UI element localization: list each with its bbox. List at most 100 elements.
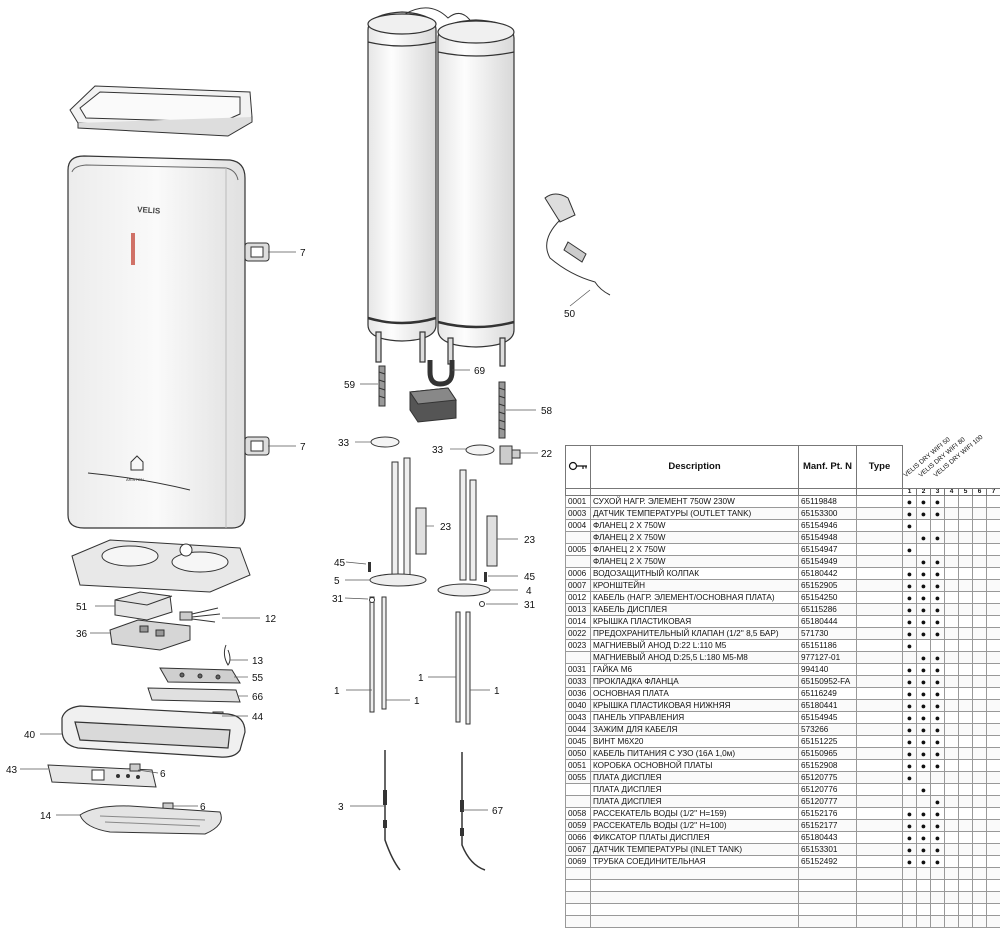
model-1-mark: ● [903,844,917,856]
callout: 31 [524,600,536,611]
part-description: КАБЕЛЬ ПИТАНИЯ С УЗО (16А 1,0м) [591,748,799,760]
model-6-mark [973,688,987,700]
part-description: ПЛАТА ДИСПЛЕЯ [591,796,799,808]
gasket-left [371,437,399,447]
heater-casing: VELIS ARISTON [68,156,245,528]
callout: 43 [6,765,18,776]
model-2-mark [917,904,931,916]
model-1-mark [903,784,917,796]
part-number: 65152177 [799,820,857,832]
model-1-mark: ● [903,700,917,712]
model-6-mark [973,616,987,628]
model-2-mark: ● [917,628,931,640]
model-5-mark [959,604,973,616]
element-cable [180,608,220,622]
model-4-mark [945,808,959,820]
model-1-mark: ● [903,616,917,628]
model-5-mark [959,688,973,700]
part-number: 65115286 [799,604,857,616]
model-7-mark [987,760,1000,772]
model-2-mark: ● [917,676,931,688]
part-code [566,868,591,880]
model-3-mark: ● [931,736,945,748]
part-code: 0051 [566,760,591,772]
model-7-mark [987,832,1000,844]
model-5-mark [959,808,973,820]
model-4-mark [945,760,959,772]
part-number: 977127-01 [799,652,857,664]
part-description: ПЛАТА ДИСПЛЕЯ [591,784,799,796]
model-3-mark: ● [931,700,945,712]
model-5-mark [959,820,973,832]
part-type [857,712,903,724]
model-6-mark [973,784,987,796]
callout: 31 [332,594,344,605]
model-2-mark [917,892,931,904]
model-1-mark: ● [903,688,917,700]
model-3-mark: ● [931,496,945,508]
model-7-mark [987,580,1000,592]
temp-sensor-outlet [385,750,400,870]
model-2-mark: ● [917,652,931,664]
part-description: ФЛАНЕЦ 2 X 750W [591,556,799,568]
model-7-mark [987,664,1000,676]
model-1-mark: ● [903,736,917,748]
model-7-mark [987,712,1000,724]
table-row [566,892,1000,904]
model-5-mark [959,724,973,736]
diffuser-58 [499,382,505,438]
col-number: 6 [973,489,987,496]
tank-right [438,20,514,366]
part-type [857,904,903,916]
part-description: СУХОЙ НАГР. ЭЛЕМЕНТ 750W 230W [591,496,799,508]
part-code: 0013 [566,604,591,616]
part-type [857,592,903,604]
model-1-mark: ● [903,628,917,640]
model-2-mark: ● [917,580,931,592]
model-3-mark: ● [931,832,945,844]
model-4-mark [945,604,959,616]
temp-sensor-inlet [462,752,485,870]
model-7-mark [987,604,1000,616]
part-number: 65153300 [799,508,857,520]
part-description: ПАНЕЛЬ УПРАВЛЕНИЯ [591,712,799,724]
model-6-mark [973,652,987,664]
model-4-mark [945,664,959,676]
part-type [857,496,903,508]
model-4-mark [945,532,959,544]
model-5-mark [959,748,973,760]
part-description: ПЛАТА ДИСПЛЕЯ [591,772,799,784]
model-6-mark [973,568,987,580]
part-description [591,880,799,892]
model-3-mark: ● [931,856,945,868]
model-6-mark [973,556,987,568]
model-7-mark [987,628,1000,640]
callout: 23 [440,522,452,533]
model-1-mark: ● [903,712,917,724]
model-1-mark [903,916,917,928]
callout: 7 [300,442,306,453]
part-type [857,832,903,844]
model-7-mark [987,652,1000,664]
model-2-mark: ● [917,556,931,568]
model-4-mark [945,568,959,580]
model-1-mark: ● [903,496,917,508]
model-5-mark [959,856,973,868]
part-description: КАБЕЛЬ ДИСПЛЕЯ [591,604,799,616]
model-5-mark [959,892,973,904]
model-3-mark [931,784,945,796]
water-protection-cap [410,388,456,422]
model-3-mark [931,772,945,784]
model-2-mark: ● [917,712,931,724]
part-code: 0006 [566,568,591,580]
model-6-mark [973,808,987,820]
model-6-mark [973,664,987,676]
part-number: 65153301 [799,844,857,856]
model-4-mark [945,688,959,700]
model-3-mark [931,880,945,892]
